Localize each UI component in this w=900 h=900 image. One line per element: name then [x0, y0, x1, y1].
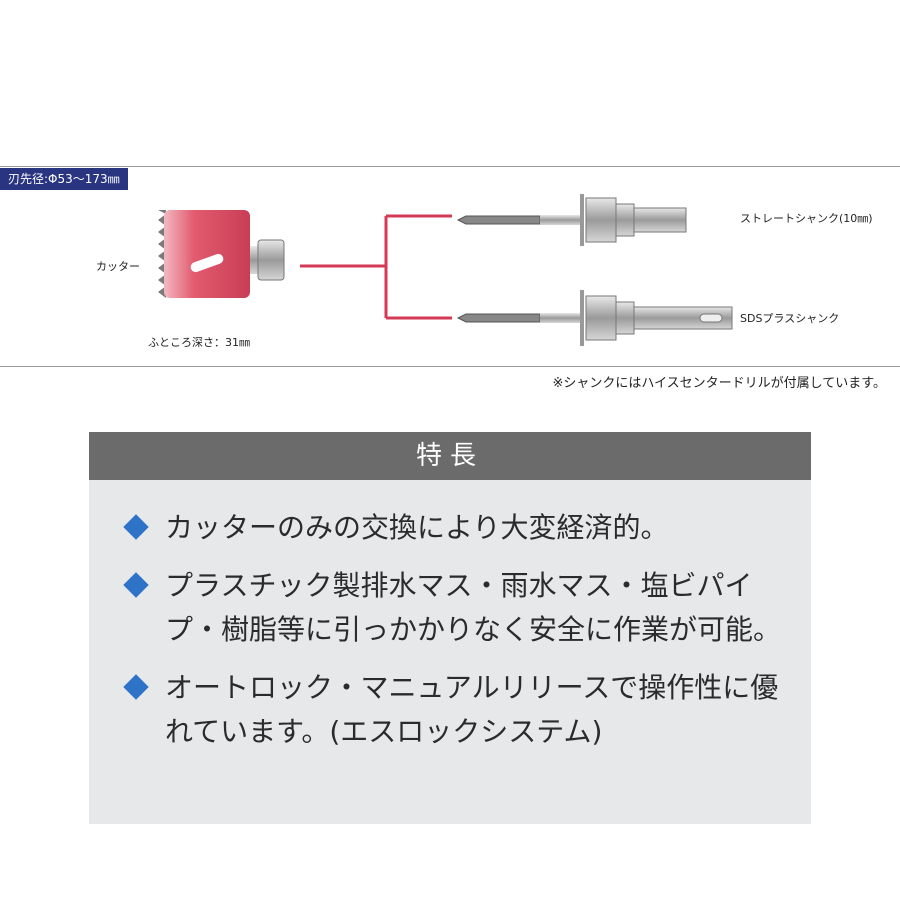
list-item: プラスチック製排水マス・雨水マス・塩ビパイプ・樹脂等に引っかかりなく安全に作業が…: [123, 564, 787, 652]
list-item: オートロック・マニュアルリリースで操作性に優れています。(エスロックシステム): [123, 666, 787, 754]
list-item: カッターのみの交換により大変経済的。: [123, 506, 787, 550]
blade-diameter-tag: 刃先径:Φ53〜173㎜: [0, 168, 128, 190]
features-title: 特長: [89, 432, 811, 480]
cutter-label: カッター: [96, 260, 140, 273]
straight-shank-image: [456, 194, 687, 246]
diamond-bullet-icon: [123, 514, 149, 540]
straight-shank-label: ストレートシャンク(10㎜): [740, 212, 873, 225]
depth-label: ふところ深さ：31㎜: [148, 336, 250, 349]
diamond-bullet-icon: [123, 572, 149, 598]
drill-note: ※シャンクにはハイスセンタードリルが付属しています。: [552, 376, 886, 391]
features-panel: 特長 カッターのみの交換により大変経済的。 プラスチック製排水マス・雨水マス・塩…: [89, 432, 811, 824]
features-list: カッターのみの交換により大変経済的。 プラスチック製排水マス・雨水マス・塩ビパイ…: [89, 480, 811, 754]
feature-text: カッターのみの交換により大変経済的。: [165, 511, 669, 544]
top-divider: [0, 166, 900, 167]
feature-text: プラスチック製排水マス・雨水マス・塩ビパイプ・樹脂等に引っかかりなく安全に作業が…: [165, 569, 782, 646]
diamond-bullet-icon: [123, 674, 149, 700]
bottom-divider: [0, 366, 900, 367]
connector-lines: [300, 214, 452, 320]
cutter-image: [158, 210, 285, 298]
sds-shank-image: [456, 290, 733, 346]
sds-shank-label: SDSプラスシャンク: [740, 312, 840, 325]
holesaw-diagram: [158, 194, 733, 346]
feature-text: オートロック・マニュアルリリースで操作性に優れています。(エスロックシステム): [165, 671, 779, 748]
